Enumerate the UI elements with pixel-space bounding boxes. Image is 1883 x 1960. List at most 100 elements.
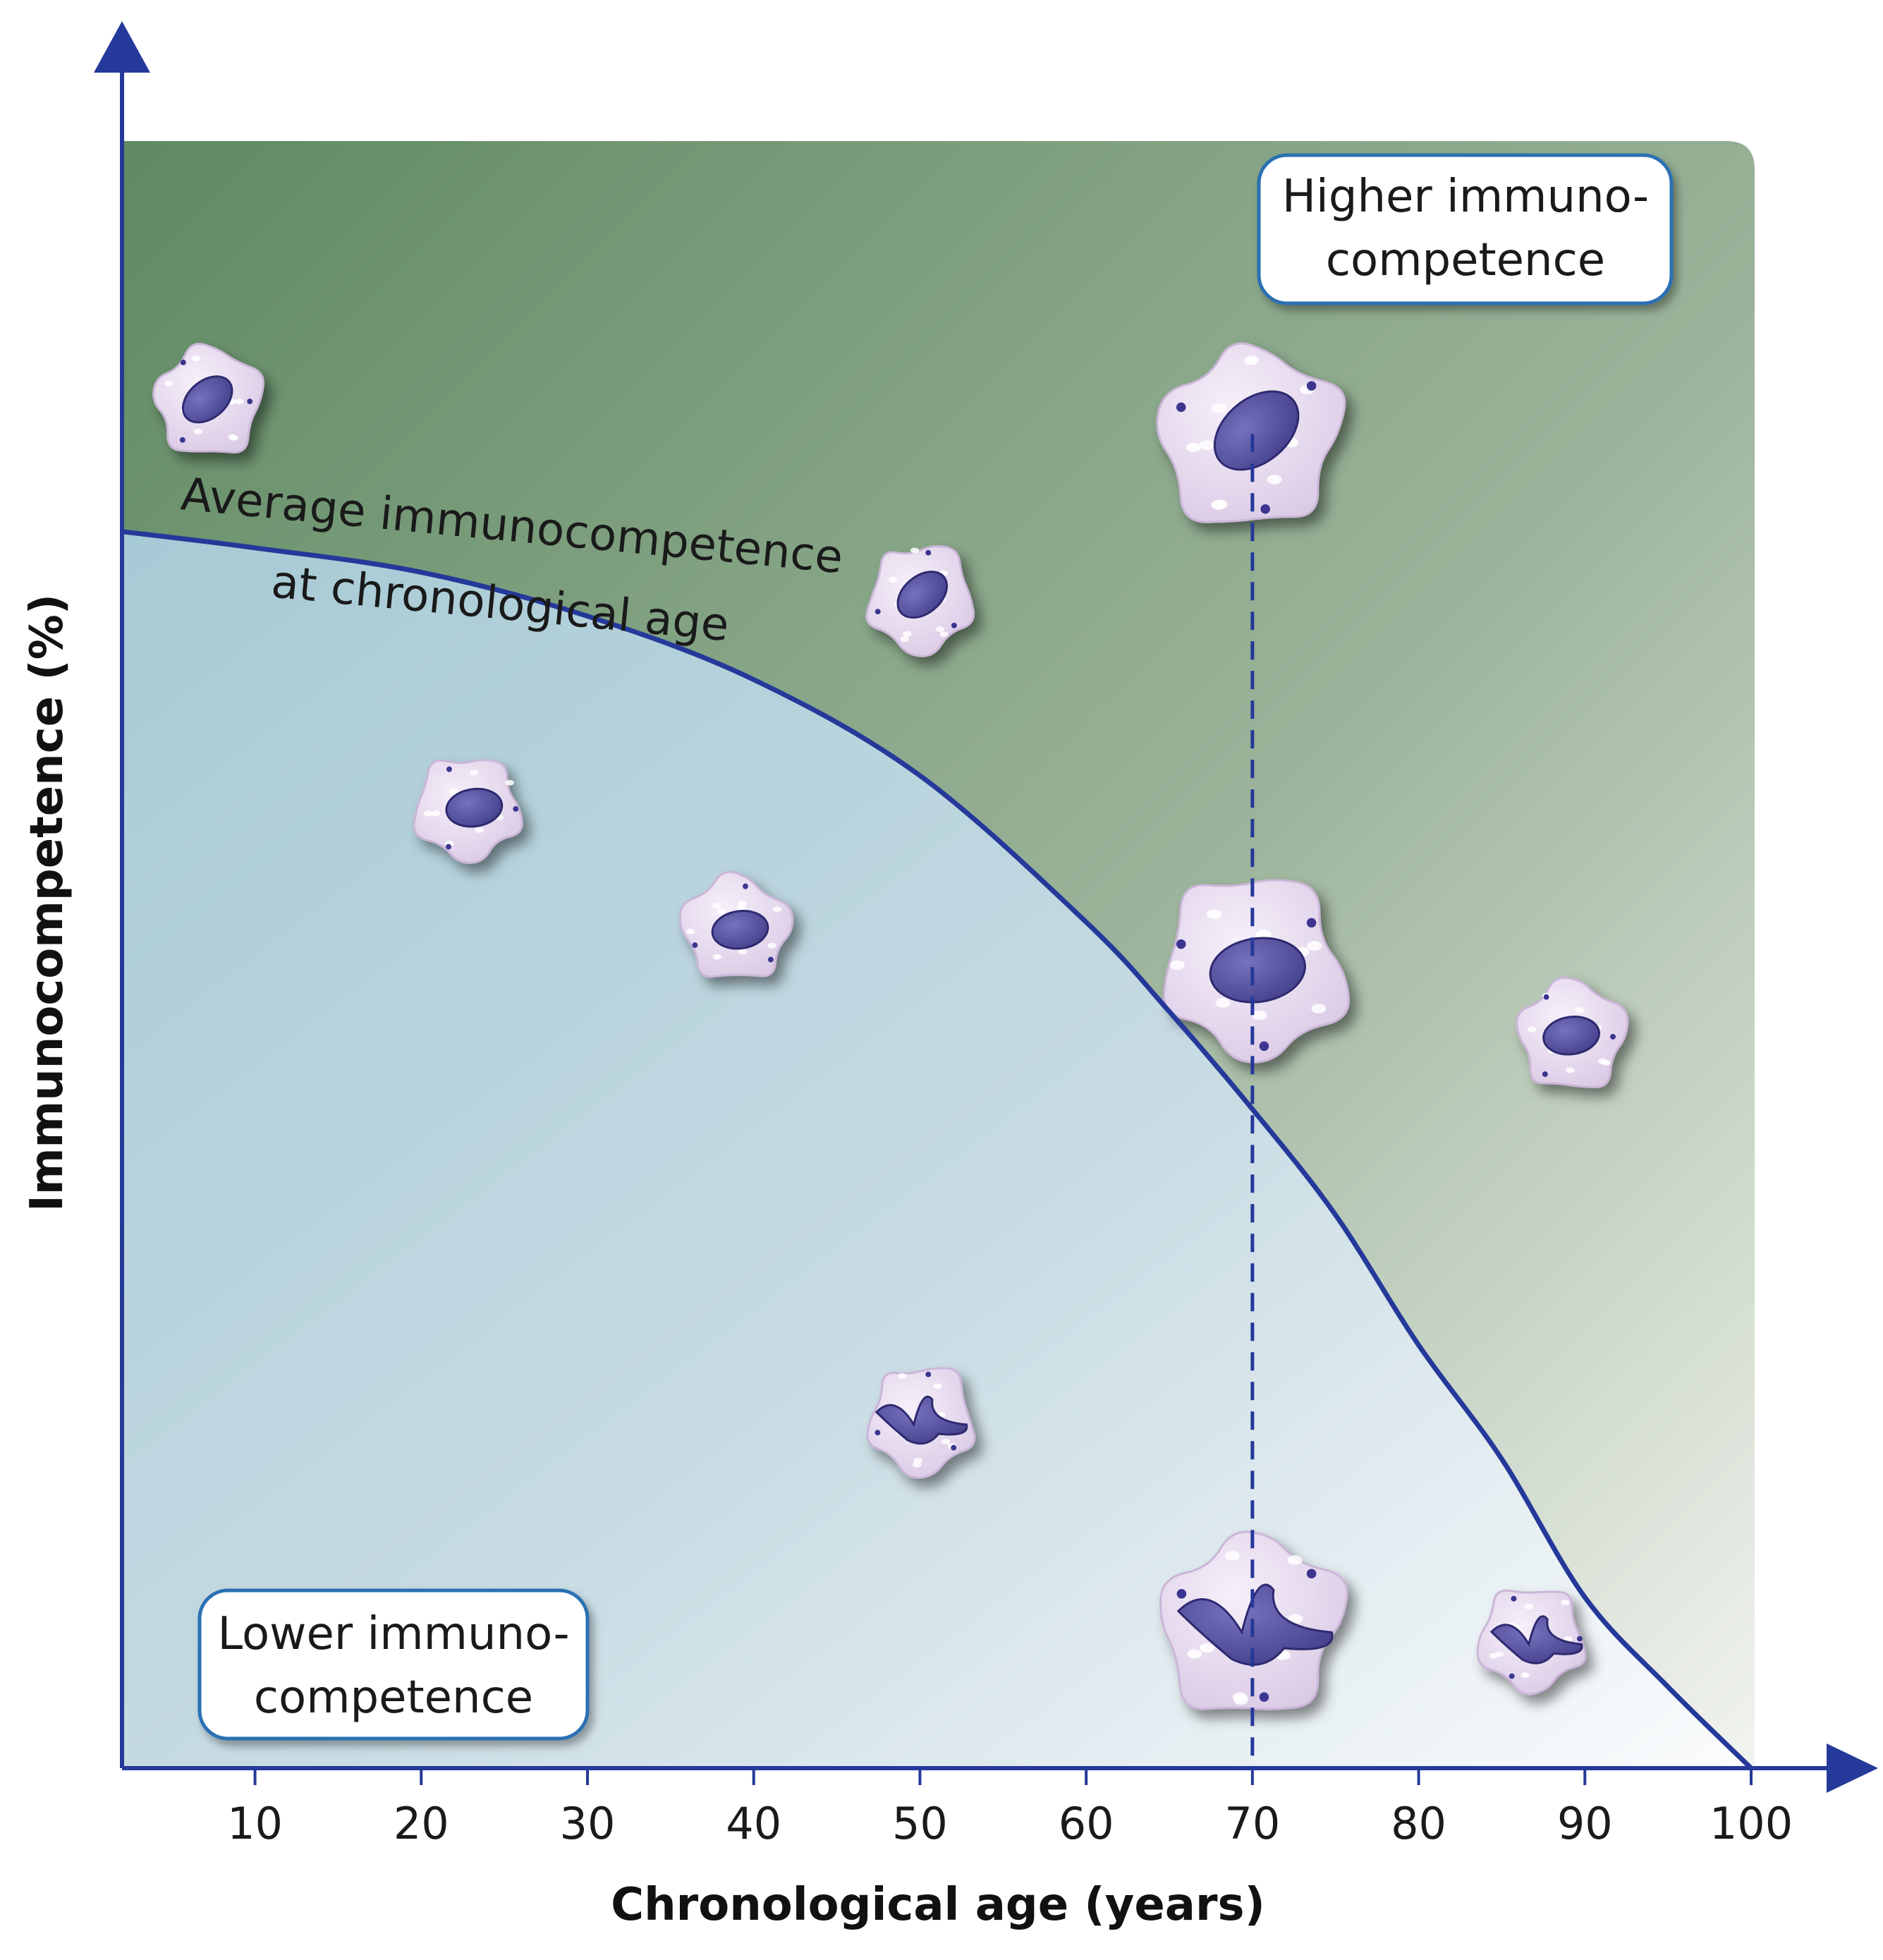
x-tick-label: 100: [1710, 1798, 1793, 1849]
cell-granule: [1598, 1058, 1607, 1064]
cell-granule: [1521, 1672, 1530, 1678]
cell-nucleus: [875, 1395, 968, 1445]
cell-dot: [180, 359, 186, 365]
cell-granule: [738, 900, 747, 906]
cell-dot: [925, 1371, 932, 1377]
cell-dot: [446, 844, 451, 850]
cell-dot: [1306, 918, 1317, 928]
cell-oval-nucleus: [1516, 976, 1629, 1088]
cell-dot: [743, 883, 748, 889]
cell-granule: [738, 949, 748, 954]
cell-dot: [1306, 1569, 1317, 1578]
cell-granule: [772, 906, 782, 913]
cell-granule: [1524, 1603, 1533, 1609]
x-tick-label: 50: [892, 1798, 948, 1849]
cell-granule: [935, 626, 945, 632]
cell-dot: [1306, 381, 1317, 391]
cell-granule: [1489, 1652, 1498, 1659]
x-tick-label: 70: [1224, 1798, 1280, 1849]
cell-granule: [717, 908, 726, 915]
cell-lobed-nucleus: [866, 1367, 976, 1479]
y-axis-title: Immunocompetence (%): [21, 594, 73, 1212]
cell-granule: [235, 398, 244, 405]
lower-label-line2: competence: [254, 1672, 533, 1724]
x-axis-title: Chronological age (years): [611, 1879, 1265, 1931]
cell-dot: [1176, 1589, 1187, 1599]
cell-granule: [712, 903, 721, 909]
cell-granule: [449, 788, 458, 794]
x-axis-ticks: 10 20 30 40 50 60 70 80 90 100: [227, 1768, 1793, 1849]
cell-granule: [1244, 355, 1260, 365]
cell-granule: [475, 827, 484, 833]
cell-granule: [1527, 1026, 1537, 1033]
cell-granule: [712, 954, 721, 960]
cell-dot: [875, 609, 881, 615]
cell-granule: [939, 631, 949, 638]
cell-dot: [925, 549, 932, 556]
cell-granule: [1187, 1649, 1202, 1659]
cell-granule: [1252, 1010, 1267, 1021]
cell-dot: [513, 805, 519, 812]
cell-nucleus: [1542, 1016, 1600, 1056]
cell-dot: [1259, 1692, 1269, 1702]
cell-nucleus: [1176, 1583, 1334, 1666]
cell-granule: [470, 769, 479, 776]
cell-granule: [933, 1383, 942, 1389]
y-axis-arrow-icon: [94, 21, 150, 73]
x-tick-label: 80: [1391, 1798, 1446, 1849]
cell-granule: [1224, 1551, 1240, 1561]
cell-granule: [424, 810, 433, 817]
cell-granule: [1256, 929, 1272, 939]
cell-dot: [1610, 1033, 1616, 1040]
cell-dot: [1576, 1636, 1583, 1642]
cell-granule: [1307, 941, 1322, 951]
cell-nucleus: [1489, 1615, 1583, 1664]
cell-granule: [913, 1461, 922, 1468]
x-tick-label: 10: [227, 1798, 283, 1849]
higher-label-line1: Higher immuno-: [1282, 171, 1649, 223]
x-axis-arrow-icon: [1827, 1743, 1878, 1793]
cell-granule: [1232, 1692, 1248, 1703]
cell-dot: [1259, 1041, 1269, 1052]
x-tick-label: 60: [1059, 1798, 1114, 1849]
cell-dot: [247, 398, 253, 405]
cell-dot: [875, 1430, 881, 1436]
cell-dot: [1176, 402, 1186, 413]
cell-nucleus: [181, 375, 233, 424]
x-tick-label: 40: [726, 1798, 781, 1849]
cells-layer: [152, 342, 1629, 1710]
cell-granule: [686, 928, 695, 935]
x-tick-label: 20: [394, 1798, 449, 1849]
cell-granule: [941, 1439, 951, 1444]
cell-oval-nucleus: [865, 545, 975, 657]
cell-granule: [228, 434, 237, 440]
higher-region-label: Higher immuno- competence: [1257, 153, 1674, 305]
cell-granule: [191, 355, 200, 362]
cell-granule: [1288, 1614, 1303, 1624]
cell-dot: [1509, 1673, 1515, 1679]
cell-granule: [1206, 909, 1221, 919]
cell-granule: [1215, 998, 1231, 1008]
cell-granule: [1186, 442, 1201, 453]
cell-granule: [1170, 960, 1186, 970]
cell-dot: [179, 437, 185, 443]
cell-dot: [692, 942, 698, 949]
cell-granule: [505, 779, 514, 786]
cell-nucleus: [1213, 390, 1300, 471]
cell-granule: [888, 577, 898, 583]
cell-granule: [1267, 474, 1282, 485]
cell-dot: [1511, 1595, 1517, 1602]
cell-oval-nucleus: [152, 343, 265, 454]
x-tick-label: 30: [560, 1798, 616, 1849]
x-tick-label: 90: [1557, 1798, 1613, 1849]
cell-granule: [1212, 403, 1227, 413]
plot-background: [122, 141, 1755, 1769]
lower-region-fill: [122, 531, 1751, 1769]
series-line-average: [121, 529, 1753, 1770]
cell-granule: [1211, 500, 1226, 510]
cell-dot: [951, 622, 957, 628]
cell-granule: [1199, 440, 1214, 450]
cell-nucleus: [445, 788, 504, 828]
y-axis: [94, 21, 150, 1768]
